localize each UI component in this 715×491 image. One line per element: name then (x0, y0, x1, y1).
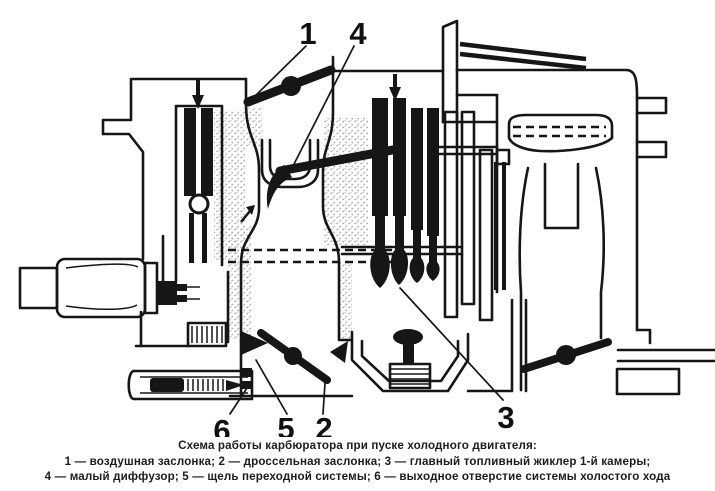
callout-4: 4 (349, 16, 367, 51)
fuel-level-dashes (228, 248, 395, 264)
callout-leader-lines (229, 45, 504, 415)
float-chamber (494, 113, 614, 392)
carburetor-body (101, 19, 715, 398)
stipple-shading (214, 108, 368, 340)
throttle-valve-1 (241, 329, 348, 389)
callout-1: 1 (299, 16, 316, 51)
callout-3: 3 (497, 400, 514, 435)
air-damper (243, 65, 336, 107)
small-diffuser (260, 138, 320, 189)
starting-device-tubes (174, 104, 224, 283)
float-vent-tube (459, 41, 587, 71)
pump-discharge-valve (350, 329, 470, 393)
main-jet-tubes (370, 98, 440, 288)
callout-5: 5 (277, 411, 294, 437)
figure-caption: Схема работы карбюратора при пуске холод… (0, 438, 715, 485)
callout-2: 2 (315, 411, 332, 437)
caption-title: Схема работы карбюратора при пуске холод… (178, 439, 537, 452)
carburetor-diagram: 1 4 6 5 2 3 (18, 16, 715, 437)
throttle-valve-2 (520, 338, 612, 373)
airflow-arrow-icons (192, 74, 401, 223)
caption-legend-2: 4 — малый диффузор; 5 — щель переходной … (44, 470, 671, 483)
solenoid-actuator (18, 257, 200, 319)
callout-6: 6 (213, 413, 230, 437)
caption-legend-1: 1 — воздушная заслонка; 2 — дроссельная … (64, 454, 651, 468)
idle-mixture-screw (127, 369, 254, 401)
callout-labels: 1 4 6 5 2 3 (213, 16, 514, 437)
